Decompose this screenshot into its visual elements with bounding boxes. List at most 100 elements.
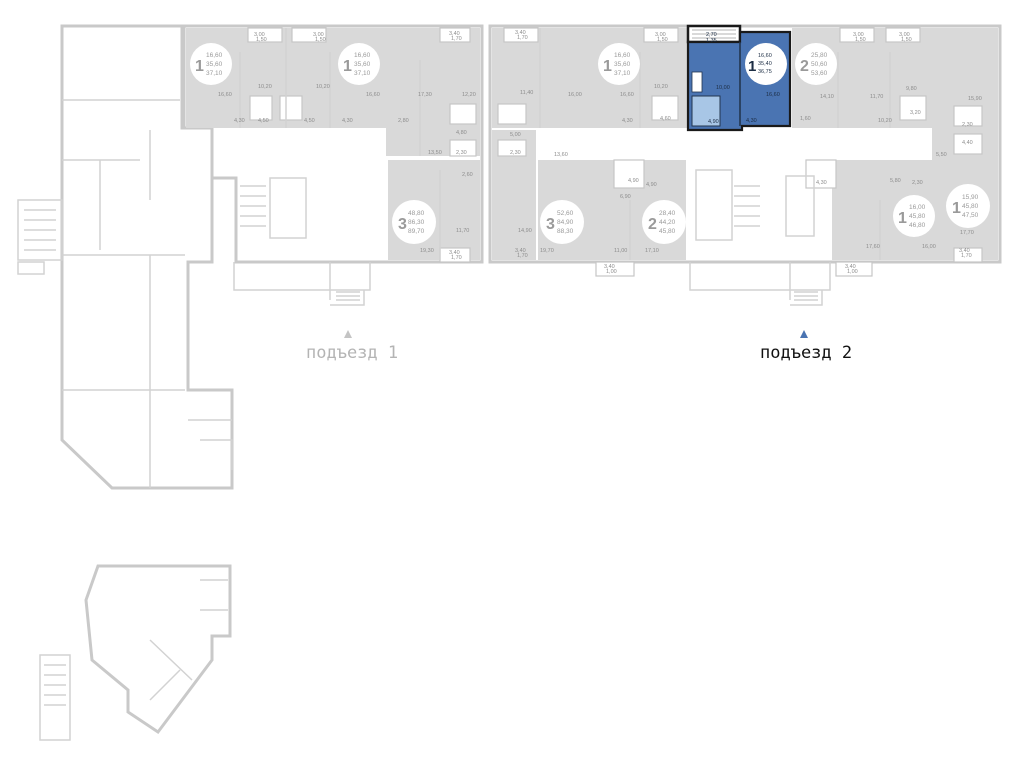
svg-text:1,70: 1,70	[961, 253, 972, 259]
svg-text:47,50: 47,50	[962, 212, 979, 219]
svg-text:17,10: 17,10	[645, 248, 659, 254]
svg-text:2,30: 2,30	[912, 180, 923, 186]
apartment-badge[interactable]: 1 15,90 45,80 47,50	[946, 184, 990, 228]
svg-text:15,90: 15,90	[968, 96, 982, 102]
apartment-badge[interactable]: 2 25,80 50,60 53,60	[795, 43, 837, 85]
svg-text:1,00: 1,00	[847, 269, 858, 275]
svg-text:86,30: 86,30	[408, 219, 425, 226]
svg-text:1,60: 1,60	[800, 116, 811, 122]
svg-text:46,80: 46,80	[909, 222, 926, 229]
svg-text:10,20: 10,20	[258, 84, 272, 90]
svg-text:9,80: 9,80	[906, 86, 917, 92]
svg-text:2,30: 2,30	[456, 150, 467, 156]
svg-text:4,50: 4,50	[258, 118, 269, 124]
apartment-badge[interactable]: 3 48,80 86,30 89,70	[392, 200, 436, 244]
svg-text:1,70: 1,70	[517, 35, 528, 41]
svg-text:4,30: 4,30	[234, 118, 245, 124]
svg-text:1: 1	[898, 210, 907, 227]
apartment-badge[interactable]: 1 16,60 35,60 37,10	[338, 43, 380, 85]
svg-text:11,70: 11,70	[456, 228, 469, 234]
apartment-badge[interactable]: 1 16,60 35,60 37,10	[190, 43, 232, 85]
svg-text:37,10: 37,10	[206, 70, 223, 77]
svg-text:5,80: 5,80	[890, 178, 901, 184]
svg-text:16,60: 16,60	[620, 92, 634, 98]
svg-text:5,00: 5,00	[510, 132, 521, 138]
svg-text:16,00: 16,00	[922, 244, 936, 250]
svg-text:16,60: 16,60	[206, 52, 223, 59]
svg-text:1,50: 1,50	[901, 37, 912, 43]
selected-bath: 4,90	[708, 119, 719, 125]
svg-text:28,40: 28,40	[659, 210, 676, 217]
entrance-1[interactable]: подъезд 1	[306, 330, 398, 363]
svg-text:45,80: 45,80	[659, 228, 676, 235]
svg-text:4,60: 4,60	[660, 116, 671, 122]
commercial-block-lower	[39, 564, 232, 741]
svg-text:37,10: 37,10	[614, 70, 631, 77]
apartment-badge[interactable]: 3 52,60 84,90 88,30	[540, 200, 584, 244]
svg-text:1: 1	[952, 200, 961, 217]
svg-text:1: 1	[343, 58, 352, 75]
entrance-label: подъезд 2	[760, 343, 852, 363]
svg-text:4,90: 4,90	[628, 178, 639, 184]
svg-text:19,30: 19,30	[420, 248, 434, 254]
selected-apartment[interactable]: 1 16,60 35,40 36,75 2,70 1,35 10,00 16,6…	[686, 24, 792, 132]
selected-hall: 4,30	[746, 118, 757, 124]
svg-text:3: 3	[398, 216, 407, 233]
svg-text:17,30: 17,30	[418, 92, 432, 98]
entrance-2[interactable]: подъезд 2	[760, 330, 852, 363]
svg-text:2,30: 2,30	[962, 122, 973, 128]
selected-area-living: 16,60	[758, 53, 772, 59]
svg-text:1,70: 1,70	[451, 255, 462, 261]
svg-text:4,40: 4,40	[962, 140, 973, 146]
svg-text:3,40: 3,40	[449, 250, 460, 256]
svg-text:4,80: 4,80	[456, 130, 467, 136]
arrow-up-icon	[344, 330, 352, 338]
svg-text:35,60: 35,60	[354, 61, 371, 68]
svg-text:3,40: 3,40	[515, 30, 526, 36]
svg-text:3,40: 3,40	[515, 248, 526, 254]
selected-balcony-bottom: 1,35	[706, 38, 717, 44]
svg-text:3,20: 3,20	[910, 110, 921, 116]
svg-text:5,50: 5,50	[936, 152, 947, 158]
room-labels: 3,00 1,50 3,00 1,50 3,40 1,70 16,60 10,2…	[218, 30, 982, 275]
svg-text:14,10: 14,10	[820, 94, 834, 100]
svg-text:19,70: 19,70	[540, 248, 554, 254]
svg-text:2: 2	[648, 216, 657, 233]
entrance-label: подъезд 1	[306, 343, 398, 363]
svg-text:25,80: 25,80	[811, 52, 828, 59]
svg-text:1,50: 1,50	[855, 37, 866, 43]
apartment-badge[interactable]: 1 16,00 45,80 46,80	[893, 195, 935, 237]
svg-text:84,90: 84,90	[557, 219, 574, 226]
svg-text:89,70: 89,70	[408, 228, 425, 235]
svg-text:17,60: 17,60	[866, 244, 880, 250]
svg-text:4,30: 4,30	[342, 118, 353, 124]
selected-room: 16,60	[766, 92, 780, 98]
svg-text:1,50: 1,50	[315, 37, 326, 43]
svg-text:4,30: 4,30	[622, 118, 633, 124]
svg-text:1,50: 1,50	[657, 37, 668, 43]
svg-text:1,50: 1,50	[256, 37, 267, 43]
svg-text:16,00: 16,00	[568, 92, 582, 98]
apartment-badge[interactable]: 2 28,40 44,20 45,80	[642, 200, 686, 244]
svg-text:11,00: 11,00	[614, 248, 627, 254]
selected-rooms: 1	[748, 58, 756, 75]
svg-text:13,50: 13,50	[428, 150, 442, 156]
selected-area-total: 35,40	[758, 61, 772, 67]
svg-text:3,40: 3,40	[959, 248, 970, 254]
svg-text:16,00: 16,00	[909, 204, 926, 211]
svg-text:3,00: 3,00	[899, 32, 910, 38]
apartment-badge[interactable]: 1 16,60 35,60 37,10	[598, 43, 640, 85]
svg-text:4,90: 4,90	[646, 182, 657, 188]
svg-text:3,40: 3,40	[449, 31, 460, 37]
svg-text:45,80: 45,80	[909, 213, 926, 220]
svg-text:16,60: 16,60	[218, 92, 232, 98]
svg-text:13,60: 13,60	[554, 152, 568, 158]
svg-text:1,70: 1,70	[451, 36, 462, 42]
arrow-up-icon	[800, 330, 808, 338]
svg-text:44,20: 44,20	[659, 219, 676, 226]
selected-area-full: 36,75	[758, 69, 772, 75]
svg-text:3,00: 3,00	[313, 32, 324, 38]
selected-kitchen: 10,00	[716, 85, 730, 91]
svg-text:3,40: 3,40	[604, 264, 615, 270]
